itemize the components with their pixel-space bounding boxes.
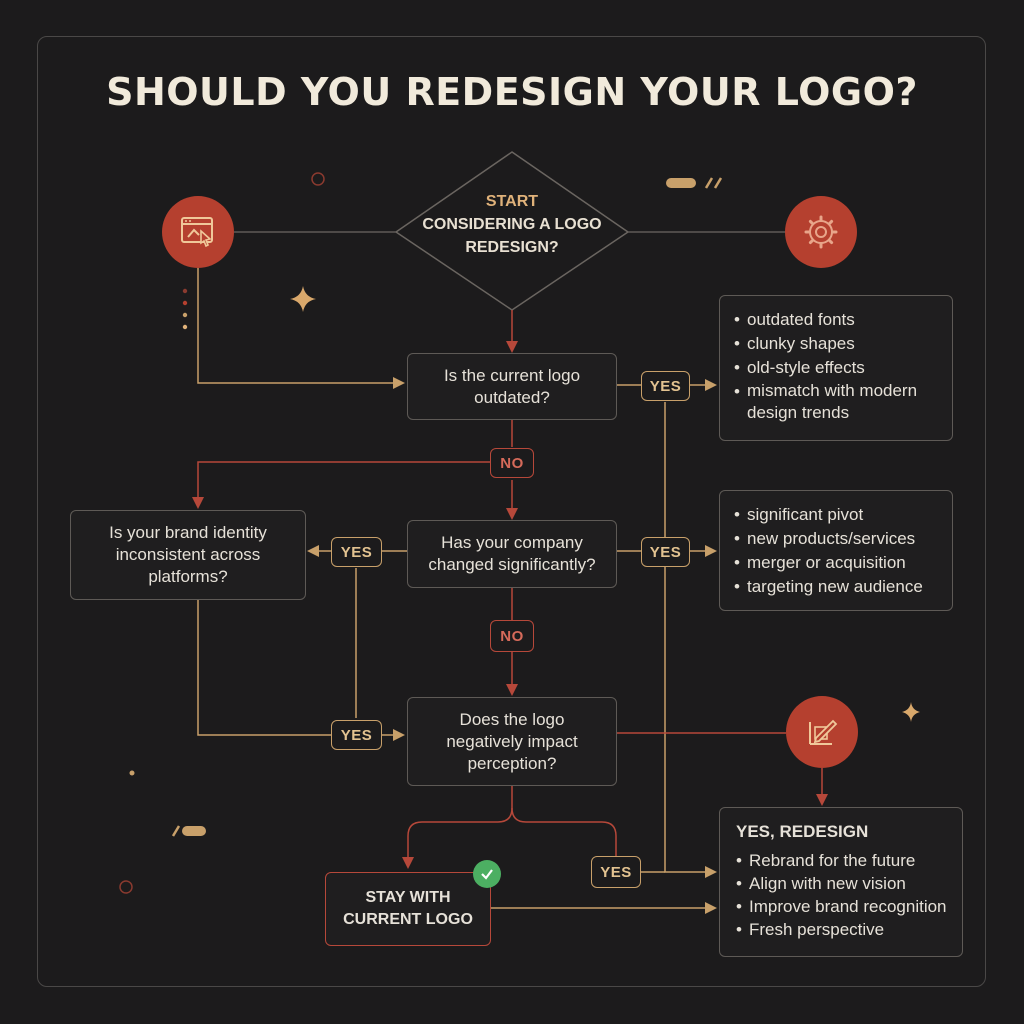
node-stay: STAY WITH CURRENT LOGO — [325, 872, 491, 946]
list-item: •Fresh perspective — [736, 920, 885, 939]
start-label: START — [485, 193, 539, 210]
deco-ring-bottom — [119, 880, 133, 894]
gear-icon — [785, 196, 857, 268]
list-item: •Improve brand recognition — [736, 897, 947, 916]
list-item: •targeting new audience — [734, 577, 923, 596]
list-item: •significant pivot — [734, 505, 864, 524]
frame — [37, 36, 986, 987]
no-tag: NO — [490, 620, 534, 652]
yes-tag: YES — [641, 537, 690, 567]
result-title: YES, REDESIGN — [736, 822, 869, 841]
design-window-icon — [162, 196, 234, 268]
outdated-signs-list: •outdated fonts •clunky shapes •old-styl… — [719, 295, 953, 441]
sparkle-icon — [902, 702, 920, 722]
list-item: •clunky shapes — [734, 334, 855, 353]
yes-tag: YES — [331, 720, 382, 750]
list-item: •merger or acquisition — [734, 553, 906, 572]
pen-edit-icon — [786, 696, 858, 768]
node-outdated: Is the current logo outdated? — [407, 353, 617, 420]
yes-tag: YES — [591, 856, 641, 888]
list-item: •outdated fonts — [734, 310, 855, 329]
node-outdated-text: Is the current logo outdated? — [443, 365, 581, 407]
list-item: •Rebrand for the future — [736, 851, 916, 870]
node-inconsistent: Is your brand identity inconsistent acro… — [70, 510, 306, 600]
list-item: •old-style effects — [734, 358, 865, 377]
change-signs-list: •significant pivot •new products/service… — [719, 490, 953, 611]
node-stay-text: STAY WITH CURRENT LOGO — [343, 889, 473, 928]
node-inconsistent-text: Is your brand identity inconsistent acro… — [109, 523, 267, 586]
result-box: YES, REDESIGN •Rebrand for the future •A… — [719, 807, 963, 957]
sparkle-icon — [290, 286, 316, 312]
start-question: CONSIDERING A LOGO REDESIGN? — [422, 216, 602, 256]
list-item: •Align with new vision — [736, 874, 906, 893]
yes-tag: YES — [331, 537, 382, 567]
node-perception-text: Does the logo negatively impact percepti… — [446, 709, 578, 773]
yes-tag: YES — [641, 371, 690, 401]
node-perception: Does the logo negatively impact percepti… — [407, 697, 617, 786]
node-changed-text: Has your company changed significantly? — [428, 533, 596, 574]
page-title: SHOULD YOU REDESIGN YOUR LOGO? — [106, 70, 918, 114]
list-item: •new products/services — [734, 529, 916, 548]
start-node: START CONSIDERING A LOGO REDESIGN? — [412, 190, 612, 259]
no-tag: NO — [490, 448, 534, 478]
deco-ring-top — [311, 172, 325, 186]
list-item: •mismatch with modern design trends — [734, 381, 918, 422]
check-icon — [473, 860, 501, 888]
node-changed: Has your company changed significantly? — [407, 520, 617, 588]
